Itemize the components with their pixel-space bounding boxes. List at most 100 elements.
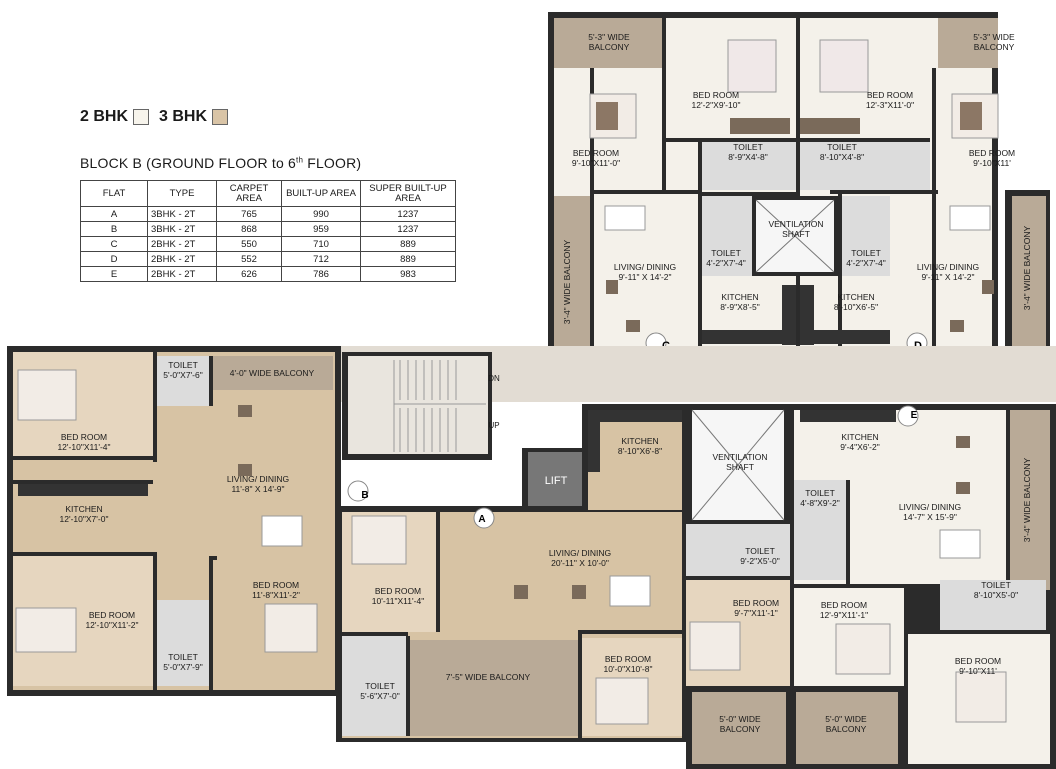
toilet <box>842 196 890 276</box>
bed <box>955 671 1007 723</box>
kitchen-counter <box>800 330 890 344</box>
toilet <box>342 636 406 736</box>
sofa <box>572 585 586 599</box>
room-label-b-balcony: 4'-0" WIDE BALCONY <box>230 368 315 378</box>
kitchen-counter <box>702 330 796 344</box>
table-cell: A <box>80 206 148 222</box>
table-cell: 2BHK - 2T <box>147 236 217 252</box>
sofa <box>238 405 252 417</box>
toilet <box>157 356 209 406</box>
sofa <box>606 280 618 294</box>
balcony <box>796 692 898 764</box>
table-cell: 2BHK - 2T <box>147 251 217 267</box>
table-cell: 765 <box>216 206 282 222</box>
toilet <box>702 142 796 190</box>
column-header: BUILT-UP AREA <box>281 180 361 207</box>
legend-swatch <box>133 109 150 125</box>
toilet <box>157 600 209 686</box>
block-title-suffix: FLOOR) <box>303 155 362 171</box>
stair-up-label: UP <box>488 421 499 430</box>
table-cell: 552 <box>216 251 282 267</box>
balcony <box>554 196 590 346</box>
balcony <box>554 18 662 68</box>
table-cell: 1237 <box>360 206 456 222</box>
toilet <box>686 524 790 576</box>
lift <box>528 452 584 506</box>
column-header: FLAT <box>80 180 148 207</box>
bed <box>351 515 407 565</box>
dining-table <box>949 205 991 231</box>
wardrobe <box>800 118 860 134</box>
table-cell: 959 <box>281 221 361 237</box>
sofa <box>950 320 964 332</box>
area-table: FLAT TYPE CARPET AREA BUILT-UP AREA SUPE… <box>80 180 456 282</box>
dining-table <box>939 529 981 559</box>
sofa <box>956 482 970 494</box>
top-wing: C D <box>548 12 1050 358</box>
table-cell: 710 <box>281 236 361 252</box>
block-title-prefix: BLOCK B (GROUND FLOOR to 6 <box>80 155 297 171</box>
stair-dn-label: DN <box>488 374 500 383</box>
room-label-c-side-balcony: 3'-4" WIDE BALCONY <box>562 239 572 324</box>
table-cell: 2BHK - 2T <box>147 266 217 282</box>
dining-table <box>609 575 651 607</box>
table-cell: 983 <box>360 266 456 282</box>
block-title: BLOCK B (GROUND FLOOR to 6th FLOOR) <box>80 155 361 171</box>
bed <box>689 621 741 671</box>
legend-label: 3 BHK <box>159 108 208 125</box>
sofa <box>982 280 994 294</box>
room-label-a-balcony: 7'-5" WIDE BALCONY <box>446 672 531 682</box>
legend-swatch <box>212 109 229 125</box>
legend: 2 BHK 3 BHK <box>80 108 229 126</box>
block-title-superscript: th <box>296 155 304 165</box>
kitchen-counter <box>588 410 682 422</box>
table-cell: 868 <box>216 221 282 237</box>
flat-mark <box>473 507 495 529</box>
balcony <box>213 356 333 390</box>
legend-label: 2 BHK <box>80 108 129 125</box>
sofa <box>238 464 252 476</box>
toilet <box>940 580 1046 630</box>
legend-item-3bhk: 3 BHK <box>159 108 229 126</box>
table-cell: D <box>80 251 148 267</box>
lift-label: LIFT <box>545 475 568 487</box>
table-cell: 990 <box>281 206 361 222</box>
toilet <box>800 142 930 190</box>
table-cell: 889 <box>360 251 456 267</box>
balcony <box>938 18 998 68</box>
toilet <box>794 480 846 580</box>
table-cell: 3BHK - 2T <box>147 206 217 222</box>
table-cell: C <box>80 236 148 252</box>
balcony <box>410 640 578 736</box>
